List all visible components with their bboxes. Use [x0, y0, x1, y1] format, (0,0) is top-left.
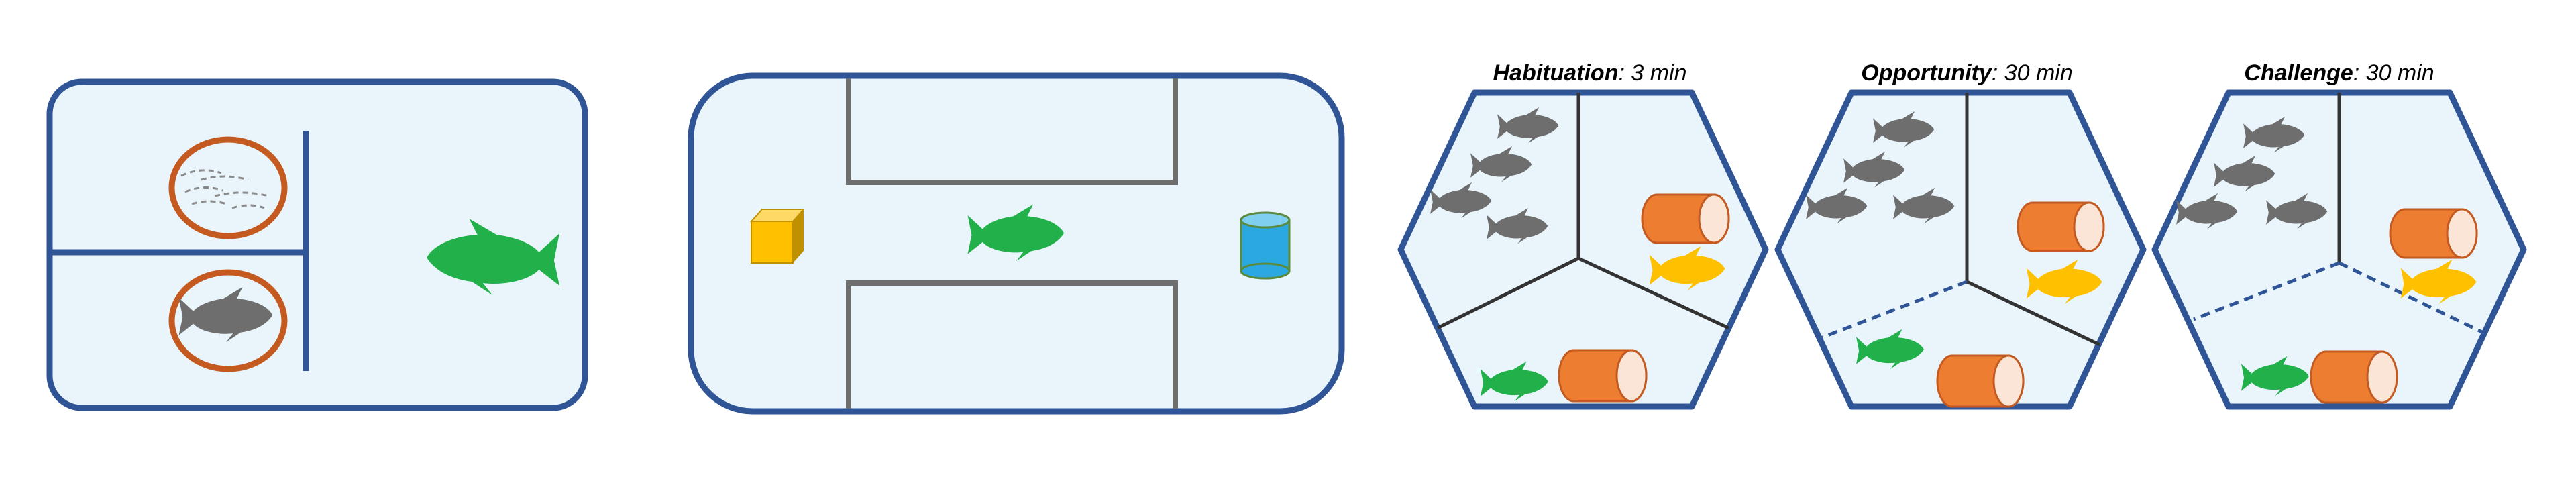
cube-object-icon [749, 209, 806, 264]
tube-shelter-icon [2310, 350, 2398, 404]
stimulus-ring-bottom [168, 269, 288, 372]
panel-object-maze [688, 72, 1345, 415]
phase-label: Challenge: 30 min [2244, 60, 2434, 86]
cylinder-object-icon [1240, 211, 1291, 280]
arena-divider-open [2193, 261, 2340, 321]
maze-wall-top [846, 78, 1178, 185]
panel-challenge: Challenge: 30 min [2151, 60, 2527, 410]
maze-wall-bottom [846, 280, 1178, 409]
arena-divider-open [1820, 280, 1968, 340]
zebrafish-shoal-icon [180, 169, 269, 209]
tube-shelter-icon [1558, 349, 1648, 402]
arena-divider [1577, 256, 1730, 330]
phase-label: Opportunity: 30 min [1861, 60, 2072, 86]
panel-habituation: Habituation: 3 min [1397, 60, 1769, 410]
stimulus-ring-top [168, 136, 288, 239]
tube-shelter-icon [2389, 208, 2478, 259]
tube-shelter-icon [1936, 354, 2025, 408]
tube-shelter-icon [2017, 201, 2105, 252]
panel-opportunity: Opportunity: 30 min [1774, 60, 2147, 410]
arena-divider [1966, 280, 2101, 347]
arena-divider [1436, 256, 1580, 330]
phase-label: Habituation: 3 min [1493, 60, 1686, 86]
panel-shoal-choice [46, 78, 588, 411]
arena-divider-open [2338, 261, 2485, 335]
tube-shelter-icon [1641, 193, 1730, 244]
